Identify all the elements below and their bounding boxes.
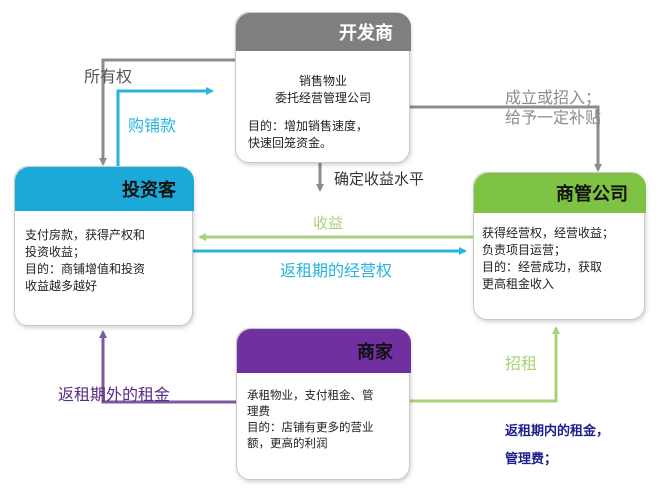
leasing-arrow — [410, 326, 560, 403]
leasing-label: 招租 — [505, 354, 538, 373]
developer-body: 销售物业 委托经营管理公司 — [258, 73, 388, 107]
rent-inside-label-line: 管理费； — [505, 452, 558, 467]
purchase-arrow — [116, 87, 214, 166]
investor-title: 投资客 — [122, 180, 176, 201]
developer-header: 开发商 — [236, 13, 411, 51]
investor-line: 目的：商铺增值和投资 — [25, 262, 146, 276]
rent-inside-label-line: 返租期内的租金， — [505, 424, 610, 439]
management-line: 更高租金收入 — [482, 277, 555, 291]
developer-line: 销售物业 — [298, 74, 347, 88]
developer-goal: 目的：增加销售速度， 快速回笼资金。 — [248, 118, 368, 152]
ownership-arrow — [99, 58, 235, 166]
investor-line: 支付房款，获得产权和 — [25, 228, 146, 242]
investor-line: 投资收益； — [25, 245, 86, 259]
merchant-line: 承租物业，支付租金、管 — [247, 388, 374, 402]
management-title: 商管公司 — [556, 184, 628, 205]
investor-box: 投资客 支付房款，获得产权和 投资收益； 目的：商铺增值和投资 收益越多越好 — [14, 166, 194, 326]
merchant-title: 商家 — [357, 342, 393, 363]
investor-body: 支付房款，获得产权和 投资收益； 目的：商铺增值和投资 收益越多越好 — [25, 227, 145, 295]
developer-box: 开发商 销售物业 委托经营管理公司 目的：增加销售速度， 快速回笼资金。 — [235, 12, 411, 163]
developer-line: 委托经营管理公司 — [274, 91, 371, 105]
rent-inside-label: 返租期内的租金， 管理费； — [505, 418, 609, 474]
investor-header: 投资客 — [15, 167, 194, 211]
management-line: 获得经营权，经营收益； — [482, 226, 615, 240]
merchant-line: 目的：店铺有更多的营业 — [247, 420, 374, 434]
merchant-line: 理费 — [247, 404, 270, 418]
management-line: 目的：经营成功，获取 — [482, 260, 603, 274]
merchant-box: 商家 承租物业，支付租金、管 理费 目的：店铺有更多的营业 额，更高的利润 — [236, 328, 411, 480]
ownership-label: 所有权 — [84, 67, 133, 86]
rent-outside-arrow — [99, 330, 236, 404]
purchase-label: 购铺款 — [128, 116, 177, 135]
establish-label-line: 给予一定补贴 — [505, 108, 602, 127]
leaseback-rights-label: 返租期的经营权 — [280, 261, 393, 280]
merchant-line: 额，更高的利润 — [247, 436, 328, 450]
developer-line: 快速回笼资金。 — [248, 136, 333, 150]
merchant-header: 商家 — [237, 329, 411, 373]
merchant-body: 承租物业，支付租金、管 理费 目的：店铺有更多的营业 额，更高的利润 — [247, 387, 374, 451]
developer-title: 开发商 — [339, 23, 393, 44]
investor-line: 收益越多越好 — [25, 279, 98, 293]
management-body: 获得经营权，经营收益； 负责项目运营； 目的：经营成功，获取 更高租金收入 — [482, 225, 614, 293]
fixed-return-label: 确定收益水平 — [334, 170, 425, 188]
developer-line: 目的：增加销售速度， — [248, 119, 369, 133]
establish-arrow — [410, 105, 602, 172]
rent-outside-label: 返租期外的租金 — [58, 385, 171, 404]
establish-label: 成立或招入； 给予一定补贴 — [505, 88, 601, 128]
management-line: 负责项目运营； — [482, 243, 567, 257]
income-label: 收益 — [313, 214, 344, 232]
management-box: 商管公司 获得经营权，经营收益； 负责项目运营； 目的：经营成功，获取 更高租金… — [473, 172, 646, 320]
establish-label-line: 成立或招入； — [505, 88, 602, 107]
management-header: 商管公司 — [474, 173, 646, 213]
